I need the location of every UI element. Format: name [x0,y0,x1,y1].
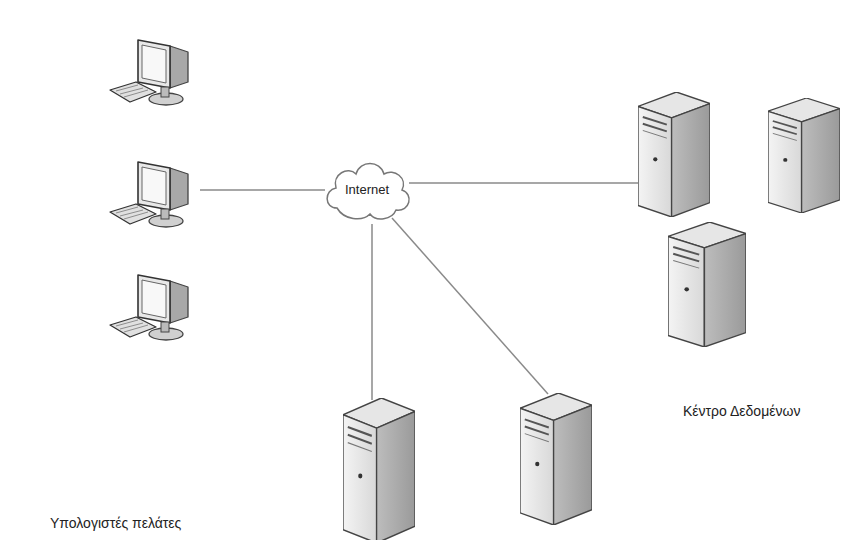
client-group: Υπολογιστές πελάτες [30,35,200,535]
network-link [409,182,638,184]
network-link [200,189,325,191]
cloud-node: Internet [322,148,412,226]
group-label: Υπολογιστές πελάτες [50,515,181,531]
group-label: Κέντρο Δεδομένων [683,403,800,419]
data-center-group: Κέντρο Δεδομένων [635,88,843,423]
cloud-label: Internet [345,178,389,197]
